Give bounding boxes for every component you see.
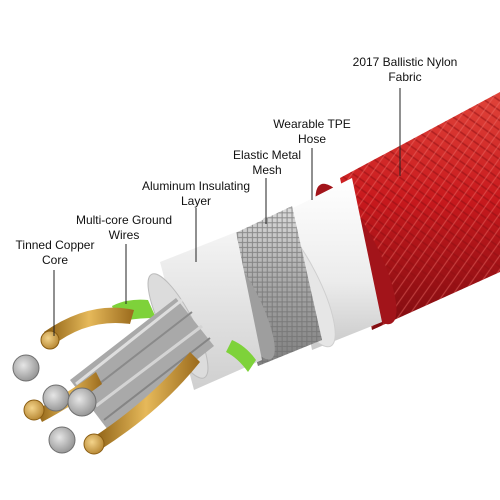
label-metal-mesh: Elastic Metal Mesh [222, 148, 312, 178]
label-tpe-line2: Hose [297, 132, 326, 146]
label-mesh-line1: Elastic Metal [232, 148, 302, 162]
label-tpe-hose: Wearable TPE Hose [262, 117, 362, 147]
label-aluminum-line1: Aluminum Insulating [141, 179, 251, 193]
label-copper-line1: Tinned Copper [15, 238, 95, 252]
label-aluminum-line2: Layer [180, 194, 212, 208]
label-copper-core: Tinned Copper Core [4, 238, 106, 268]
label-tpe-line1: Wearable TPE [273, 117, 351, 131]
label-ground-line1: Multi-core Ground [75, 213, 173, 227]
stranded-wires [70, 298, 214, 430]
label-nylon-fabric: 2017 Ballistic Nylon Fabric [345, 55, 465, 85]
label-nylon-line1: 2017 Ballistic Nylon [352, 55, 458, 69]
label-aluminum-layer: Aluminum Insulating Layer [136, 179, 256, 209]
leader-lines [53, 88, 401, 336]
label-mesh-line2: Mesh [252, 163, 282, 177]
label-ground-line2: Wires [108, 228, 140, 242]
label-ground-wires: Multi-core Ground Wires [68, 213, 180, 243]
wire-ends [12, 330, 105, 455]
label-copper-line2: Core [41, 253, 68, 267]
label-nylon-line2: Fabric [388, 70, 422, 84]
